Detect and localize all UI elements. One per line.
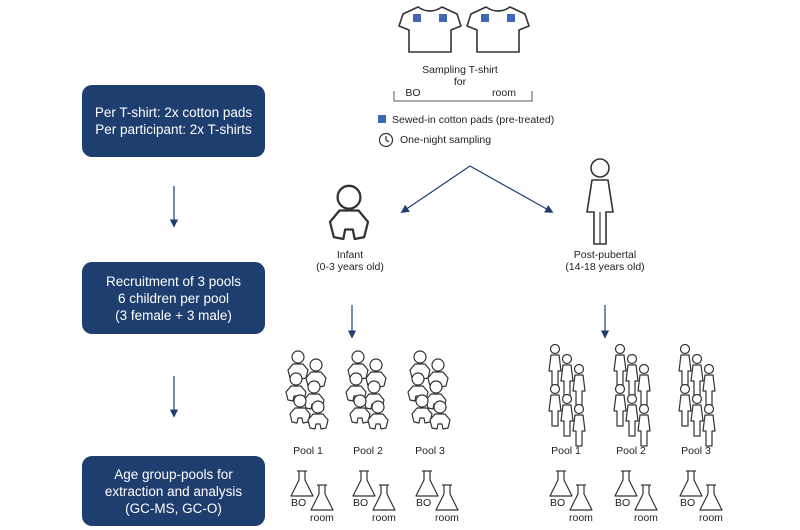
group-adolescent-label: Post-pubertal (14-18 years old) — [565, 249, 645, 273]
sample-room-label: room — [310, 512, 334, 524]
flask-icon — [415, 470, 459, 511]
infant-pool-3-icon — [407, 350, 451, 430]
sample-bo-label: BO — [416, 497, 432, 509]
step-text-line: (GC-MS, GC-O) — [125, 500, 222, 516]
flask-icon — [352, 470, 396, 511]
sample-bo-label: BO — [291, 497, 307, 509]
sample-bo-label: BO — [353, 497, 369, 509]
sample-room-label: room — [699, 512, 723, 524]
sample-room-label: room — [634, 512, 658, 524]
legend-pads-text: Sewed-in cotton pads (pre-treated) — [392, 114, 555, 126]
group-infant-label: Infant (0-3 years old) — [316, 249, 384, 273]
step-text-line: Per participant: 2x T-shirts — [95, 122, 252, 137]
sample-room-label: room — [372, 512, 396, 524]
adolescent-pool-3-label: Pool 3 — [681, 445, 711, 457]
adolescent-pool-2-label: Pool 2 — [616, 445, 646, 457]
adolescent-icon — [586, 158, 614, 245]
option-bo-label: BO — [405, 87, 421, 99]
step-text-line: Per T-shirt: 2x cotton pads — [94, 105, 253, 120]
infant-pool-2-label: Pool 2 — [353, 445, 383, 457]
clock-icon — [378, 132, 394, 148]
adolescent-pool-3-icon — [678, 343, 716, 447]
flask-icon — [290, 470, 334, 511]
infant-pool-1-label: Pool 1 — [293, 445, 323, 457]
pad-legend-icon — [378, 115, 386, 123]
sampling-title: Sampling T-shirt for — [422, 64, 498, 88]
adolescent-pool-2-icon — [613, 343, 651, 447]
step-text-line: extraction and analysis — [104, 483, 243, 499]
flask-icon — [614, 470, 658, 511]
infant-pool-1-icon — [285, 350, 329, 430]
step-text-line: Recruitment of 3 pools — [105, 273, 242, 289]
tshirt-room-icon — [466, 6, 530, 53]
step-box-analysis: Age group-pools for extraction and analy… — [82, 456, 265, 526]
flask-icon — [679, 470, 723, 511]
step-text-line: Age group-pools for — [114, 466, 233, 482]
step-box-recruitment: Recruitment of 3 pools 6 children per po… — [82, 262, 265, 334]
sample-room-label: room — [569, 512, 593, 524]
sampling-bracket — [393, 91, 533, 102]
infant-pool-2-icon — [345, 350, 389, 430]
adolescent-pool-1-icon — [548, 343, 586, 447]
sample-room-label: room — [435, 512, 459, 524]
step-text-line: 6 children per pool — [117, 290, 230, 306]
sample-bo-label: BO — [615, 497, 631, 509]
sample-bo-label: BO — [680, 497, 696, 509]
step-box-tshirts: Per T-shirt: 2x cotton pads Per particip… — [82, 85, 265, 157]
step-text-line: (3 female + 3 male) — [115, 307, 232, 323]
infant-icon — [328, 184, 370, 241]
option-room-label: room — [492, 87, 516, 99]
adolescent-pool-1-label: Pool 1 — [551, 445, 581, 457]
legend-night-text: One-night sampling — [400, 134, 492, 146]
sample-bo-label: BO — [550, 497, 566, 509]
tshirt-bo-icon — [398, 6, 462, 53]
infant-pool-3-label: Pool 3 — [415, 445, 445, 457]
flask-icon — [549, 470, 593, 511]
